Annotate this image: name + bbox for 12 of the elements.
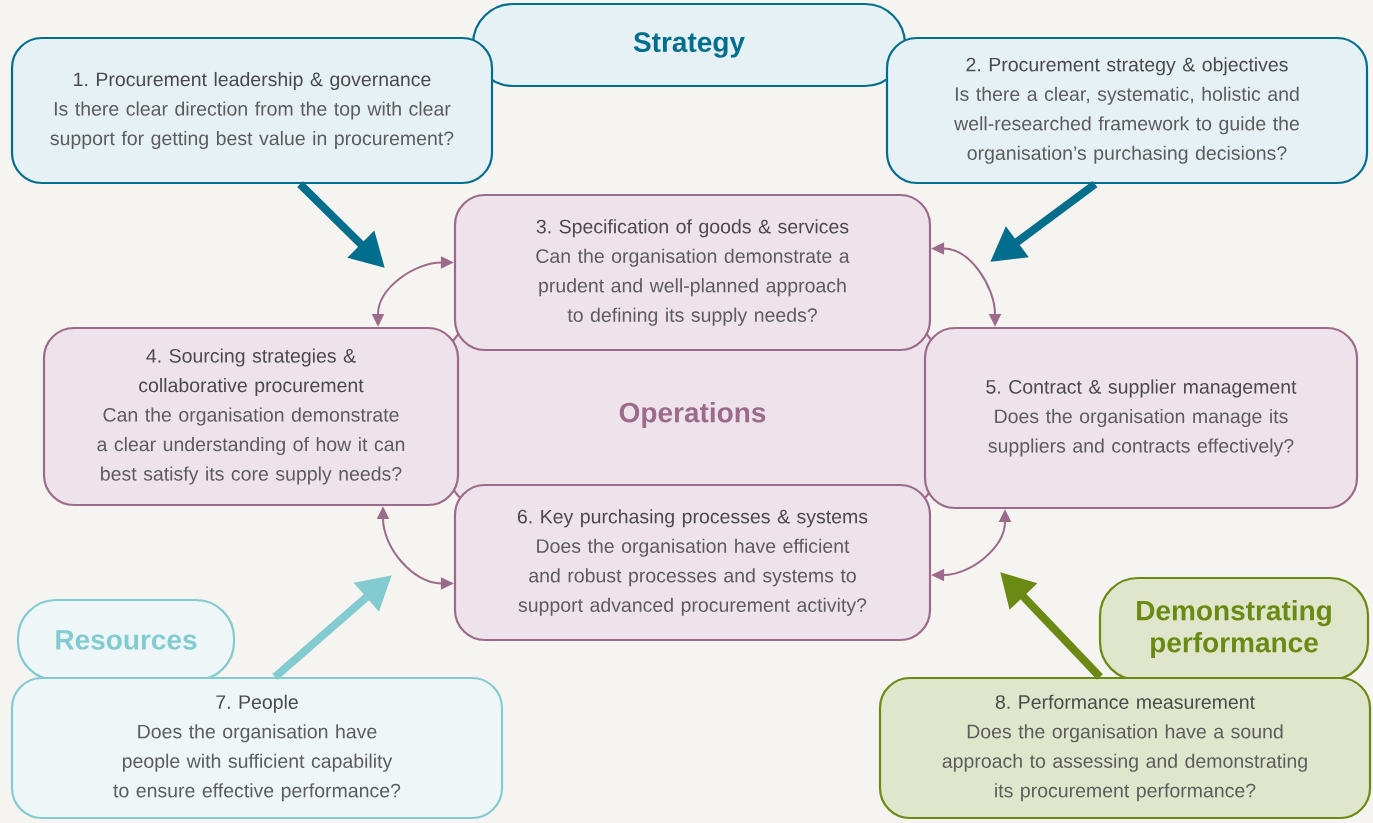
question-box: 8. Performance measurement Does the organisation have a sound approach to assessing and demonstrating its procurement performance? — [878, 676, 1372, 820]
question-box: 4. Sourcing strategies & collaborative procurement Can the organisation demonstrate a clear understanding of how it can best satisfy its core supply needs? — [42, 326, 460, 507]
question-box: 1. Procurement leadership & governance Is there clear direction from the top with clear support for getting best value in procurement? — [10, 36, 494, 185]
question-box: 5. Contract & supplier management Does the organisation manage its suppliers and contracts effectively? — [923, 326, 1359, 510]
node-label: Demonstrating performance — [1137, 599, 1331, 659]
category-pill: Strategy — [471, 2, 907, 88]
question-box: 6. Key purchasing processes & systems Does the organisation have efficient and robust processes and systems to support advanced procurement activity? — [453, 483, 932, 642]
category-pill: Resources — [16, 598, 236, 682]
question-box: 2. Procurement strategy & objectives Is there a clear, systematic, holistic and well-researched framework to guide the organisation’s purchasing decisions? — [885, 36, 1369, 185]
question-box: 3. Specification of goods & services Can the organisation demonstrate a prudent and well-planned approach to defining its supply needs? — [453, 193, 932, 352]
question-box: 7. People Does the organisation have people with sufficient capability to ensure effective performance? — [10, 676, 504, 820]
category-pill: Demonstrating performance — [1098, 576, 1370, 682]
